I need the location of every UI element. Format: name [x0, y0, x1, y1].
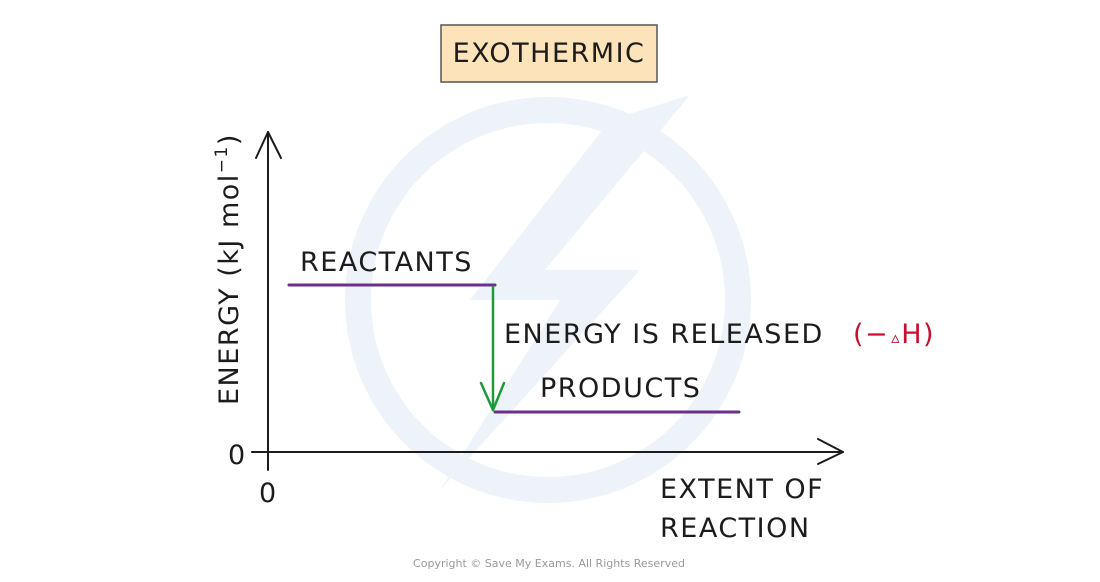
- y-axis-label-main: ENERGY (kJ mol: [214, 173, 245, 405]
- energy-change-label: ENERGY IS RELEASED: [504, 319, 824, 350]
- x-axis-label-line2: REACTION: [660, 513, 811, 544]
- products-label: PRODUCTS: [540, 373, 701, 404]
- diagram-title: EXOTHERMIC: [453, 38, 646, 69]
- watermark-logo: [345, 95, 751, 503]
- y-axis-label: ENERGY (kJ mol−1): [212, 133, 245, 405]
- x-axis-label-line1: EXTENT OF: [660, 474, 824, 505]
- x-axis-origin-label: 0: [259, 478, 278, 509]
- y-axis-arrowhead: [255, 131, 282, 159]
- watermark-bolt: [440, 95, 690, 490]
- delta-h-triangle: ▵: [891, 328, 901, 348]
- axes: [251, 131, 844, 471]
- watermark-ring: [345, 97, 751, 503]
- delta-h-label: (−▵H): [853, 319, 935, 350]
- copyright-notice: Copyright © Save My Exams. All Rights Re…: [413, 557, 685, 570]
- reactants-label: REACTANTS: [300, 247, 473, 278]
- energy-released-arrowhead: [479, 381, 506, 412]
- x-axis-arrowhead: [817, 438, 844, 465]
- delta-h-close: H): [901, 319, 935, 350]
- y-axis-origin-label: 0: [228, 440, 247, 471]
- y-axis-label-close: ): [214, 133, 245, 145]
- title-box-background: [440, 24, 658, 83]
- delta-h-open: (−: [853, 319, 889, 350]
- title-box: EXOTHERMIC: [440, 24, 658, 83]
- y-axis-label-superscript: −1: [212, 145, 232, 173]
- energy-released-arrow: [479, 285, 506, 412]
